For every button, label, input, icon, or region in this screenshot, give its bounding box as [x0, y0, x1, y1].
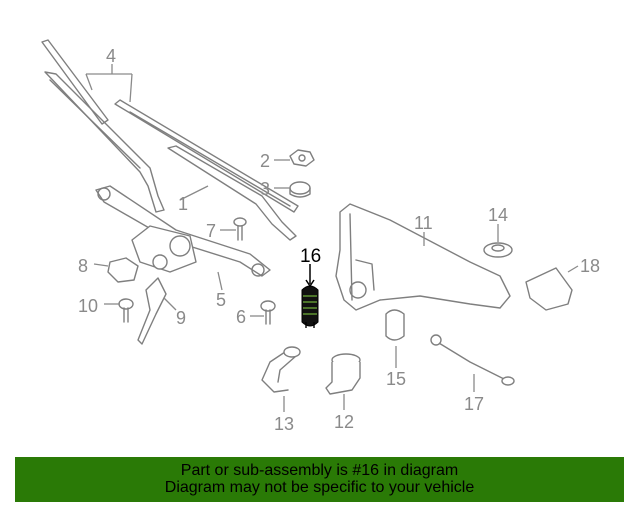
bolt-part-10: [118, 298, 134, 323]
callout-10: 10: [78, 296, 98, 316]
callout-16: 16: [300, 246, 321, 267]
bolt-part-7: [233, 217, 247, 241]
callout-13: 13: [274, 414, 294, 434]
reservoir-cap: [483, 242, 513, 258]
filler-elbow: [325, 353, 361, 395]
callout-2: 2: [260, 151, 270, 171]
cap-part: [289, 181, 311, 198]
washer-hose: [430, 334, 515, 386]
clip-part: [107, 257, 139, 283]
callout-8: 8: [78, 256, 88, 276]
callout-7: 7: [206, 221, 216, 241]
callout-5: 5: [216, 290, 226, 310]
reservoir-bracket: [525, 267, 573, 311]
wiper-linkage: [95, 185, 271, 277]
callout-6: 6: [236, 307, 246, 327]
callout-14: 14: [488, 205, 508, 225]
callout-18: 18: [580, 256, 600, 276]
filler-hose: [261, 346, 301, 393]
washer-pump-secondary: [385, 309, 405, 341]
banner-line-disclaimer: Diagram may not be specific to your vehi…: [164, 479, 475, 496]
wiper-arm-left: [41, 39, 165, 213]
callout-15: 15: [386, 369, 406, 389]
nut-part: [289, 149, 315, 167]
callout-12: 12: [334, 412, 354, 432]
washer-pump-highlighted: [301, 285, 319, 328]
washer-reservoir: [335, 203, 511, 311]
wiper-blade: [114, 99, 299, 213]
parts-diagram: 1 2 3 4 5 6 7 8 9 10 11 12 13 14 15 16 1…: [41, 39, 600, 434]
callout-3: 3: [260, 179, 270, 199]
bolt-part-6: [260, 300, 276, 325]
callout-labels: 1 2 3 4 5 6 7 8 9 10 11 12 13 14 15 16 1…: [78, 46, 600, 434]
callout-1: 1: [178, 194, 188, 214]
leader-lines: [85, 64, 579, 412]
callout-4: 4: [106, 46, 116, 66]
callout-9: 9: [176, 308, 186, 328]
wiper-arm-right: [167, 145, 297, 241]
callout-17: 17: [464, 394, 484, 414]
banner-line-part: Part or sub-assembly is #16 in diagram: [180, 462, 459, 479]
bracket-part: [137, 277, 167, 345]
part-notice-banner: Part or sub-assembly is #16 in diagram D…: [15, 457, 624, 502]
callout-11: 11: [414, 213, 433, 233]
